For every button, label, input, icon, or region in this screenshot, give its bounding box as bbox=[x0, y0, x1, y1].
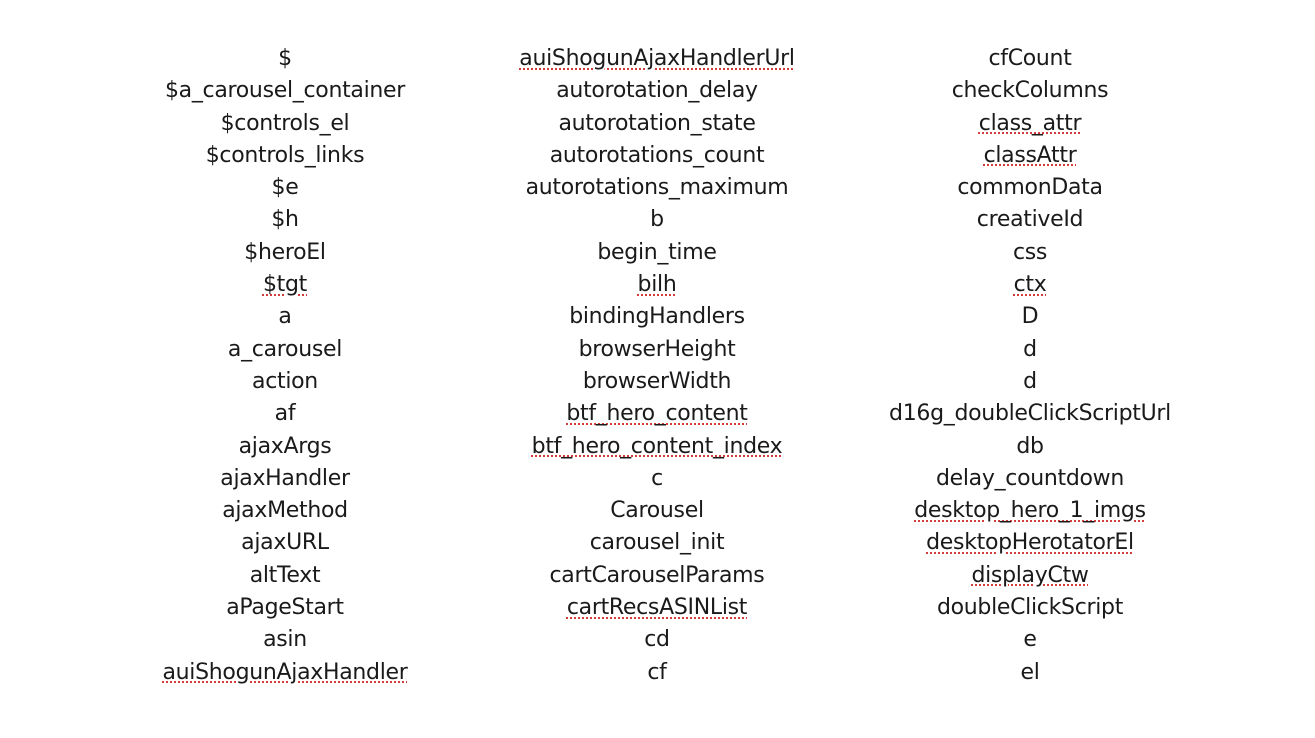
identifier-column-2: auiShogunAjaxHandlerUrl autorotation_dela… bbox=[507, 43, 807, 689]
identifier-word: begin_time bbox=[597, 239, 717, 265]
identifier-word: d bbox=[1023, 368, 1037, 394]
identifier-word: carousel_init bbox=[589, 530, 725, 556]
identifier-word: btf_hero_content bbox=[566, 401, 748, 427]
identifier-word: ctx bbox=[1013, 272, 1047, 298]
identifier-word: ajaxHandler bbox=[220, 465, 350, 491]
identifier-word: $tgt bbox=[262, 272, 307, 298]
identifier-word: bilh bbox=[637, 272, 677, 298]
identifier-word: b bbox=[650, 207, 664, 233]
identifier-column-3: cfCount checkColumns class_attr classAttr co… bbox=[880, 43, 1180, 689]
identifier-word: cartCarouselParams bbox=[549, 562, 765, 588]
identifier-word: Carousel bbox=[610, 498, 704, 524]
identifier-word: ajaxArgs bbox=[238, 433, 332, 459]
identifier-list-page: $ $a_carousel_container $controls_el $contr… bbox=[0, 43, 1315, 703]
identifier-word: altText bbox=[249, 562, 321, 588]
identifier-word: delay_countdown bbox=[935, 465, 1125, 491]
identifier-word: aPageStart bbox=[226, 595, 344, 621]
identifier-word: displayCtw bbox=[971, 562, 1089, 588]
identifier-word: af bbox=[274, 401, 296, 427]
identifier-word: classAttr bbox=[983, 142, 1077, 168]
identifier-column-1: $ $a_carousel_container $controls_el $contr… bbox=[135, 43, 435, 689]
identifier-word: class_attr bbox=[978, 110, 1082, 136]
identifier-word: btf_hero_content_index bbox=[531, 433, 783, 459]
identifier-word: $a_carousel_container bbox=[164, 78, 406, 104]
identifier-word: c bbox=[651, 465, 663, 491]
identifier-word: cd bbox=[644, 627, 670, 653]
identifier-word: a bbox=[278, 304, 292, 330]
identifier-word: browserHeight bbox=[578, 336, 736, 362]
identifier-word: auiShogunAjaxHandler bbox=[162, 659, 408, 685]
identifier-word: $ bbox=[278, 46, 292, 71]
identifier-word: cf bbox=[647, 659, 667, 685]
identifier-word: $e bbox=[271, 175, 299, 201]
identifier-word: autorotations_count bbox=[549, 142, 765, 168]
identifier-word: $heroEl bbox=[244, 239, 326, 265]
identifier-word: checkColumns bbox=[951, 78, 1109, 104]
identifier-word: doubleClickScript bbox=[936, 595, 1124, 621]
identifier-word: browserWidth bbox=[582, 368, 732, 394]
identifier-word: asin bbox=[263, 627, 307, 653]
identifier-word: d16g_doubleClickScriptUrl bbox=[889, 401, 1171, 427]
identifier-word: auiShogunAjaxHandlerUrl bbox=[519, 46, 795, 71]
identifier-word: a_carousel bbox=[227, 336, 343, 362]
identifier-word: ajaxURL bbox=[241, 530, 329, 556]
identifier-word: commonData bbox=[957, 175, 1103, 201]
identifier-word: D bbox=[1021, 304, 1039, 330]
identifier-word: el bbox=[1020, 659, 1040, 685]
identifier-word: d bbox=[1023, 336, 1037, 362]
identifier-word: bindingHandlers bbox=[569, 304, 745, 330]
identifier-word: autorotation_state bbox=[558, 110, 756, 136]
identifier-word: desktopHerotatorEl bbox=[926, 530, 1134, 556]
identifier-word: creativeId bbox=[976, 207, 1084, 233]
identifier-word: autorotation_delay bbox=[556, 78, 758, 104]
identifier-word: css bbox=[1012, 239, 1048, 265]
identifier-word: db bbox=[1016, 433, 1044, 459]
identifier-word: $h bbox=[271, 207, 299, 233]
identifier-word: cartRecsASINList bbox=[566, 595, 748, 621]
identifier-word: ajaxMethod bbox=[222, 498, 348, 524]
identifier-word: action bbox=[252, 368, 318, 394]
identifier-word: cfCount bbox=[988, 46, 1072, 71]
identifier-word: $controls_links bbox=[205, 142, 365, 168]
identifier-word: autorotations_maximum bbox=[525, 175, 789, 201]
identifier-word: desktop_hero_1_imgs bbox=[914, 498, 1146, 524]
identifier-word: $controls_el bbox=[220, 110, 350, 136]
identifier-word: e bbox=[1023, 627, 1037, 653]
